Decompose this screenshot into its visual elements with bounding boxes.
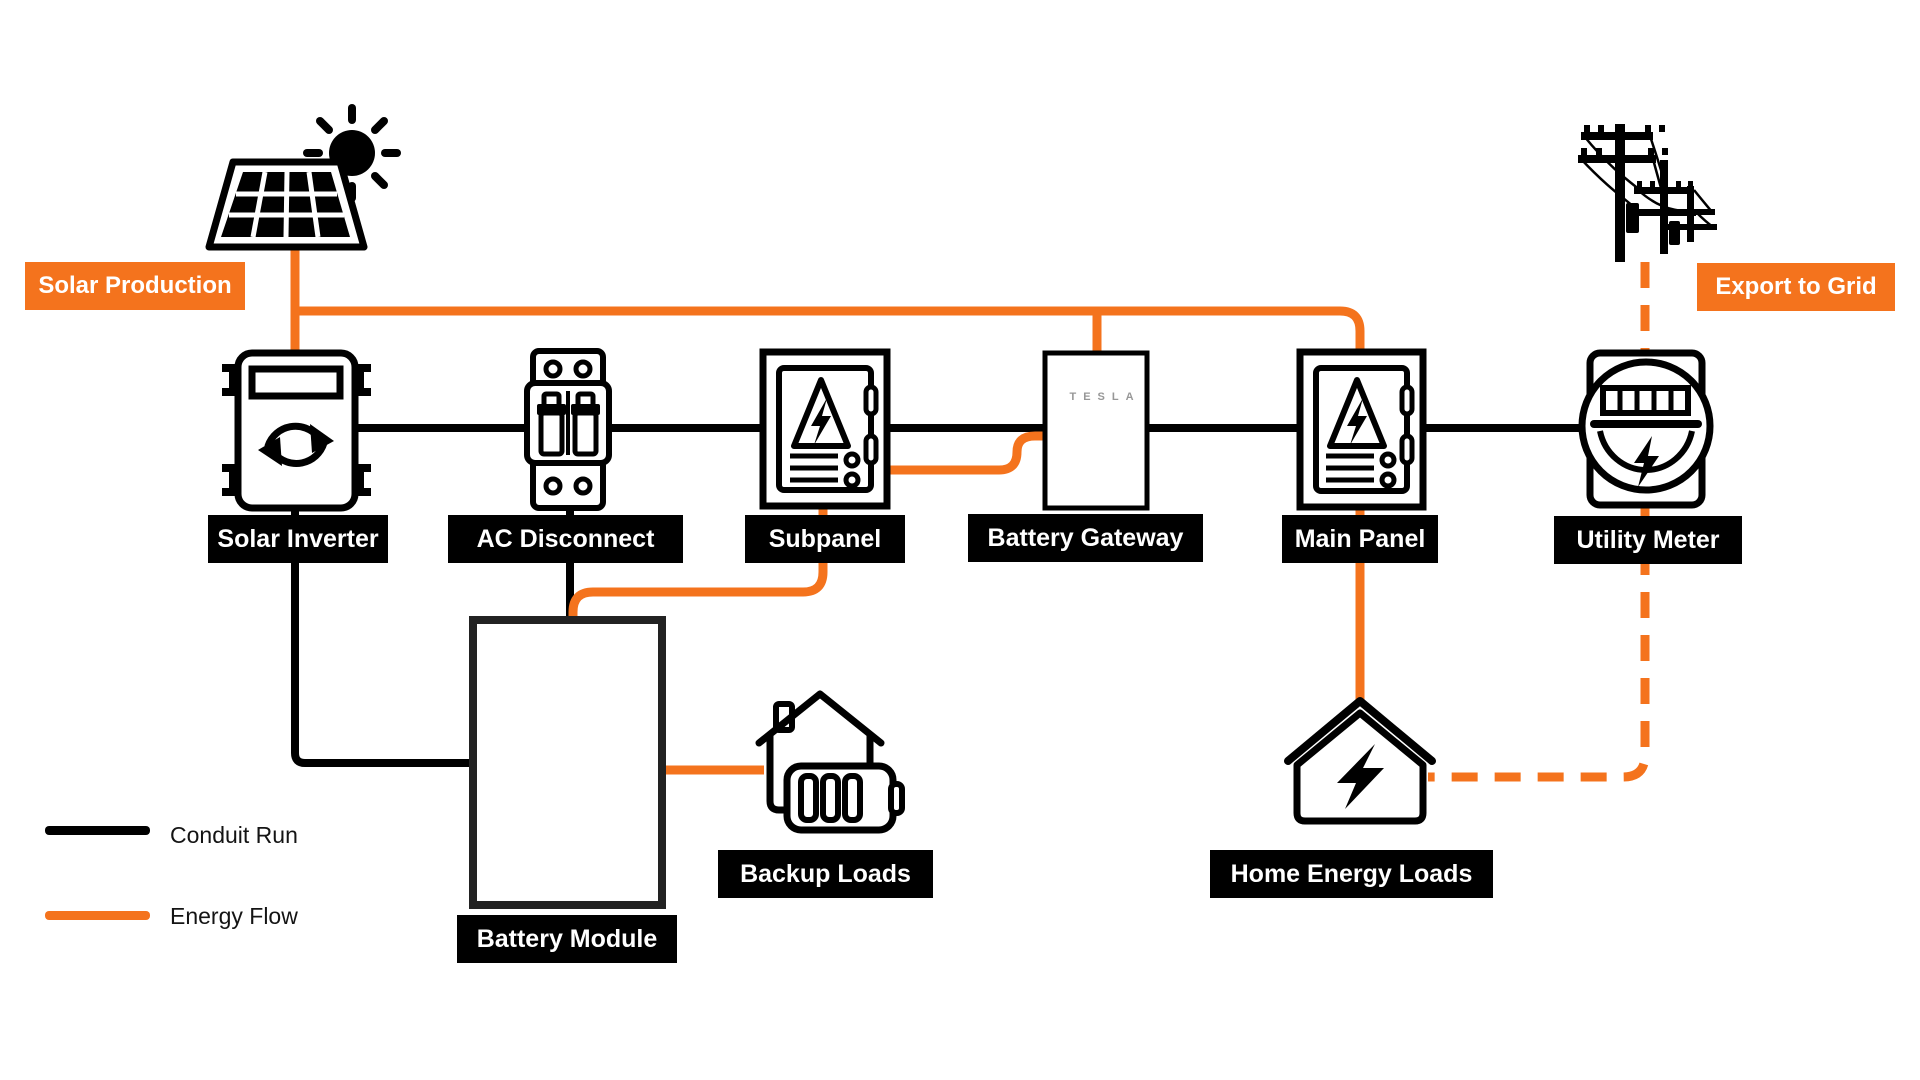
home-energy-loads-label: Home Energy Loads <box>1210 850 1493 898</box>
battery-gateway-label: Battery Gateway <box>968 514 1203 562</box>
battery-module-label: Battery Module <box>457 915 677 963</box>
backup-loads-house-icon <box>755 690 905 834</box>
legend-energy-swatch <box>45 911 150 920</box>
ac-disconnect-label: AC Disconnect <box>448 515 683 563</box>
home-energy-loads-house-icon <box>1284 697 1436 825</box>
legend-conduit-label: Conduit Run <box>170 822 298 848</box>
battery-gateway-icon <box>1042 350 1150 511</box>
backup-loads-label: Backup Loads <box>718 850 933 898</box>
energy-flow-lines <box>290 245 1365 775</box>
subpanel-icon <box>759 348 891 510</box>
solar-production-label: Solar Production <box>25 262 245 310</box>
main-panel-label: Main Panel <box>1282 515 1438 563</box>
tesla-wordmark: TESLA <box>1069 391 1141 403</box>
legend-energy-label: Energy Flow <box>170 903 298 929</box>
subpanel-label: Subpanel <box>745 515 905 563</box>
solar-inverter-label: Solar Inverter <box>208 515 388 563</box>
ac-disconnect-icon <box>524 348 612 511</box>
energy-flow-dashed-lines <box>1428 262 1650 782</box>
utility-meter-label: Utility Meter <box>1554 516 1742 564</box>
solar-inverter-icon <box>222 349 371 512</box>
conduit-run-lines <box>291 424 1584 767</box>
main-panel-icon <box>1296 348 1427 511</box>
legend-conduit-swatch <box>45 826 150 835</box>
export-to-grid-label: Export to Grid <box>1697 263 1895 311</box>
battery-module-icon <box>469 616 666 909</box>
power-lines-icon <box>1578 124 1717 262</box>
utility-meter-icon <box>1578 349 1714 509</box>
solar-panel-icon <box>205 104 401 251</box>
